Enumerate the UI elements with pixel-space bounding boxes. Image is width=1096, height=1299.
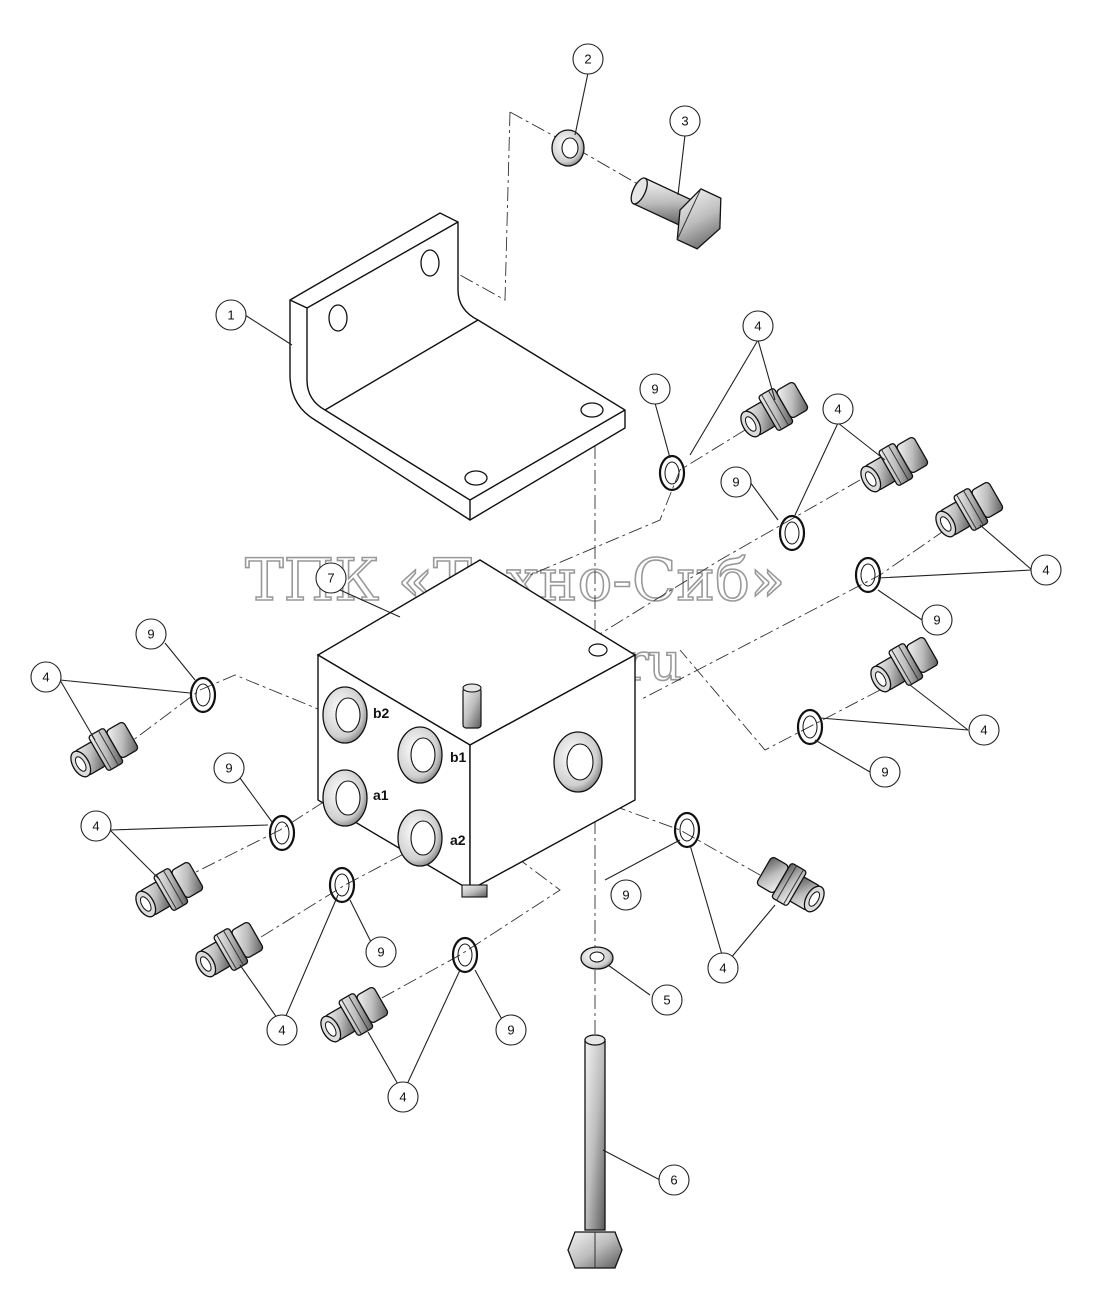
o-ring [673,811,701,849]
svg-text:2: 2 [584,52,591,67]
o-ring [658,454,686,492]
svg-text:7: 7 [327,571,334,586]
o-ring [451,936,479,974]
svg-text:4: 4 [834,402,841,417]
mounting-bracket [289,212,626,521]
fitting [63,717,142,786]
svg-text:9: 9 [377,945,384,960]
o-ring [854,556,882,594]
callout-4: 4 [742,310,774,342]
callout-4: 4 [387,1081,419,1113]
locating-pin [462,687,482,729]
svg-text:4: 4 [719,961,726,976]
svg-text:4: 4 [399,1090,406,1105]
bracket-hole [580,402,604,418]
spring-washer [551,129,585,167]
fitting [128,857,207,926]
callout-3: 3 [669,105,701,137]
callout-4: 4 [1030,554,1062,586]
bracket-hole [328,304,348,332]
svg-text:1: 1 [227,308,234,323]
o-ring [189,676,217,714]
o-ring [328,866,356,904]
bracket-hole [420,249,440,277]
svg-text:9: 9 [651,382,658,397]
callout-9: 9 [869,756,901,788]
fitting [188,917,267,986]
svg-text:4: 4 [980,723,987,738]
port-label-a2: a2 [450,832,466,848]
o-ring [796,708,824,746]
fitting [733,377,812,446]
callout-4: 4 [968,714,1000,746]
callout-4: 4 [80,810,112,842]
callout-7: 7 [315,562,347,594]
callout-9: 9 [213,752,245,784]
valve-block: b2 b1 a1 a2 [316,559,637,898]
callout-4: 4 [822,393,854,425]
port-label-a1: a1 [373,787,389,803]
svg-text:4: 4 [42,670,49,685]
svg-text:9: 9 [507,1023,514,1038]
fitting [928,477,1007,546]
callout-4: 4 [707,952,739,984]
port-label-b2: b2 [373,705,390,721]
leader-lines [59,72,1033,1181]
fitting [853,432,932,501]
port-label-b1: b1 [450,749,467,765]
bracket-hole [464,470,488,486]
svg-text:9: 9 [933,613,940,628]
long-bolt [567,1034,623,1269]
callout-6: 6 [658,1164,690,1196]
callout-9: 9 [135,618,167,650]
callout-9: 9 [495,1014,527,1046]
svg-text:9: 9 [147,627,154,642]
o-ring [268,814,296,852]
svg-text:4: 4 [278,1023,285,1038]
svg-text:9: 9 [732,475,739,490]
svg-text:9: 9 [622,888,629,903]
svg-text:9: 9 [881,765,888,780]
svg-text:4: 4 [754,319,761,334]
washer [580,946,614,970]
svg-text:4: 4 [1042,563,1049,578]
callout-9: 9 [639,373,671,405]
fitting [753,852,832,921]
callout-9: 9 [610,879,642,911]
callout-2: 2 [572,43,604,75]
hex-bolt [630,177,722,250]
svg-text:5: 5 [663,993,670,1008]
fitting [313,982,392,1051]
callout-9: 9 [921,604,953,636]
svg-text:9: 9 [225,761,232,776]
callout-1: 1 [215,299,247,331]
callout-9: 9 [365,936,397,968]
callout-4: 4 [30,661,62,693]
callout-9: 9 [720,466,752,498]
fitting [863,632,942,701]
svg-text:4: 4 [92,819,99,834]
callout-4: 4 [266,1014,298,1046]
svg-text:3: 3 [681,114,688,129]
o-ring [778,514,806,552]
svg-text:6: 6 [670,1173,677,1188]
callout-5: 5 [651,984,683,1016]
